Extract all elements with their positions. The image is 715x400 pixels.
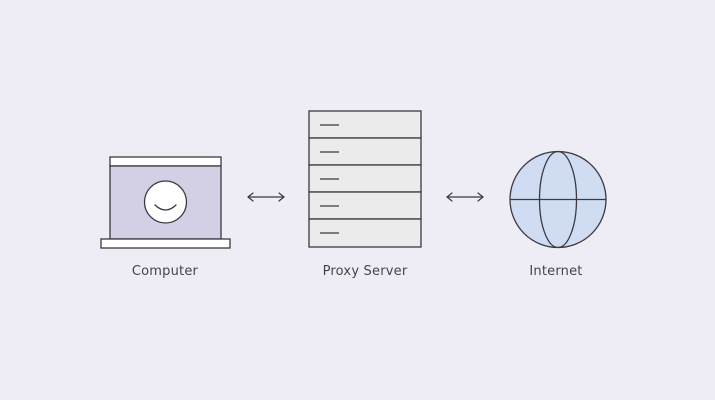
server-slot-lines [320, 124, 339, 234]
bidirectional-arrow-computer-proxy [247, 192, 285, 202]
server-rack-icon [308, 110, 422, 248]
server-unit-4 [308, 191, 422, 220]
globe-icon [509, 150, 607, 249]
laptop-lid-top-bar [109, 156, 222, 167]
smiley-face [143, 180, 188, 224]
laptop-base [100, 238, 231, 249]
proxy-server-label: Proxy Server [322, 264, 408, 279]
internet-label: Internet [529, 264, 583, 279]
smiley-mouth [154, 204, 177, 211]
laptop-smiley-icon [100, 156, 231, 249]
bidirectional-arrow-proxy-internet [446, 192, 484, 202]
computer-label: Computer [131, 264, 199, 279]
